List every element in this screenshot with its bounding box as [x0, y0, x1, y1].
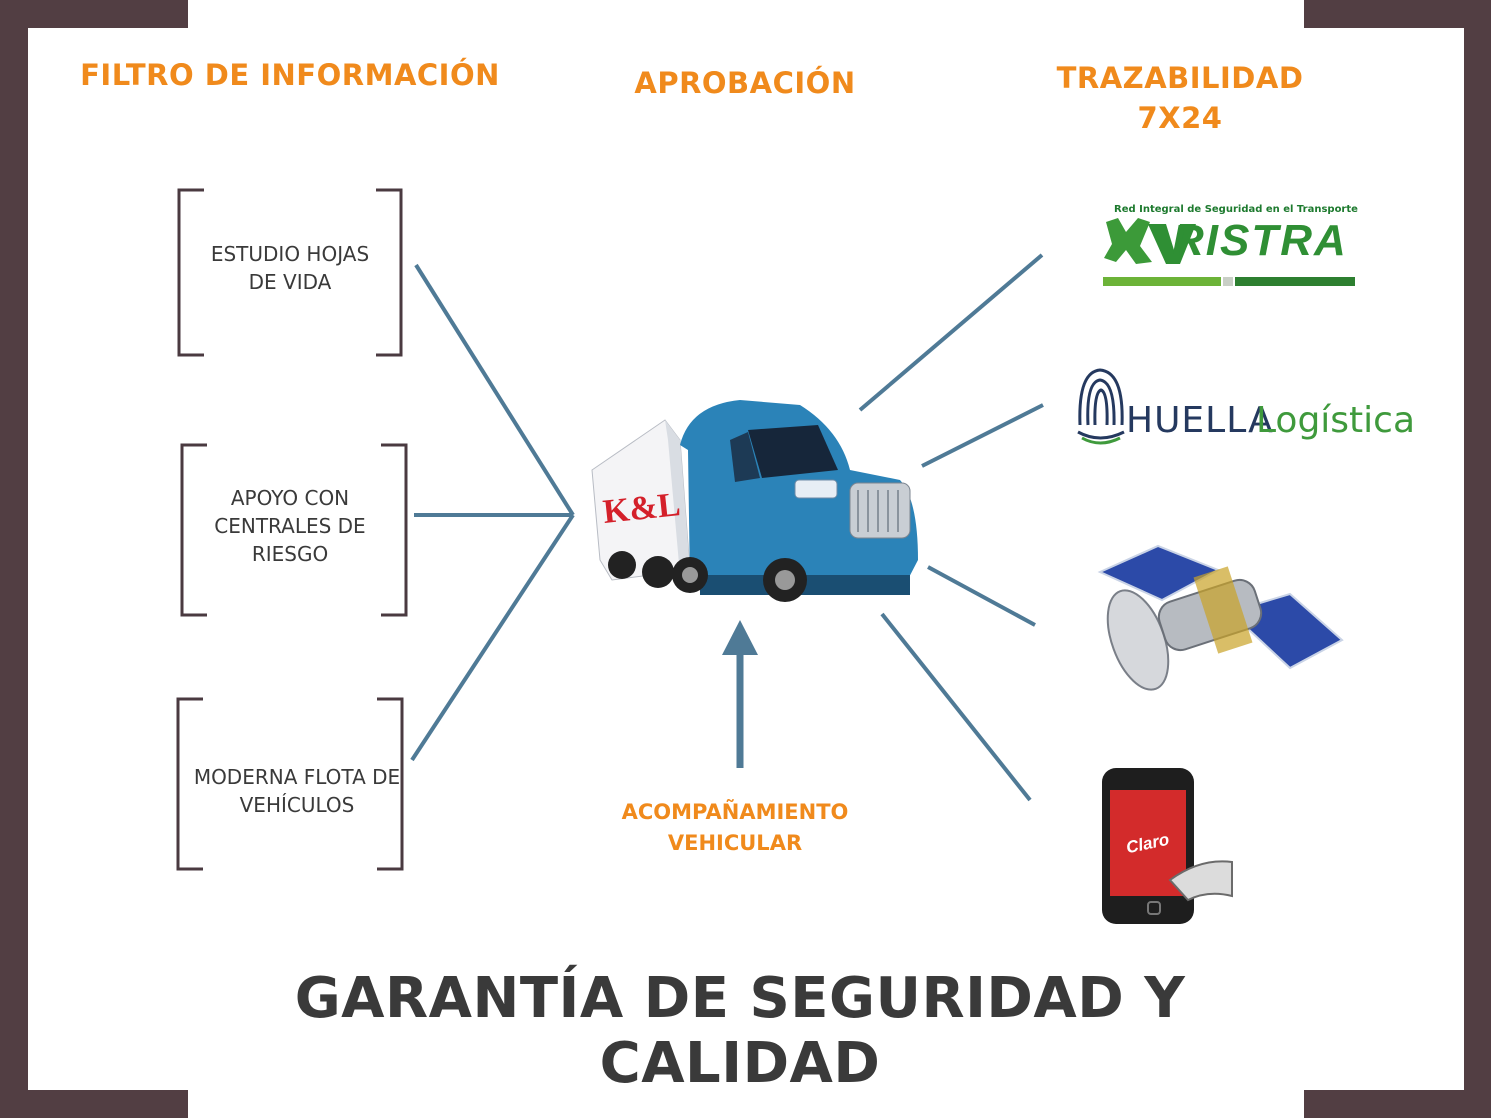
connector-moderna [410, 513, 575, 762]
frame-gap-bottom [188, 1090, 1304, 1118]
connector-ristra [858, 253, 1044, 412]
ristra-subtitle: Red Integral de Seguridad en el Transpor… [1114, 204, 1358, 215]
ristra-logo [1103, 218, 1355, 286]
huella-brand: HUELLA Logística [1070, 362, 1415, 452]
heading-aprobacion: APROBACIÓN [634, 66, 856, 100]
filter-apoyo-label: APOYO CON CENTRALES DE RIESGO [185, 484, 395, 568]
heading-trazabilidad-line1: TRAZABILIDAD [1056, 61, 1304, 95]
bracket-moderna [176, 697, 404, 871]
filter-estudio-line2: DE VIDA [248, 270, 332, 294]
truck-brand-logo: K&L [601, 486, 683, 531]
filter-estudio-label: ESTUDIO HOJAS DE VIDA [185, 240, 395, 296]
filter-moderna-label: MODERNA FLOTA DE VEHÍCULOS [183, 763, 411, 819]
connector-phone [880, 612, 1032, 802]
connector-estudio [414, 263, 575, 517]
phone-icon [1102, 768, 1233, 924]
satellite-icon [1097, 544, 1344, 691]
support-line2: VEHICULAR [667, 831, 803, 855]
fingerprint-icon [1077, 368, 1125, 445]
frame-gap-top [188, 0, 1304, 28]
huella-name-part1: HUELLA [1126, 400, 1274, 441]
support-line1: ACOMPAÑAMIENTO [621, 800, 849, 824]
heading-trazabilidad: TRAZABILIDAD 7X24 [1020, 58, 1340, 138]
footer-title: GARANTÍA DE SEGURIDAD Y CALIDAD [294, 966, 1186, 1096]
connectors-left [410, 263, 575, 762]
filter-apoyo-line3: RIESGO [251, 542, 329, 566]
filter-estudio-line1: ESTUDIO HOJAS [210, 242, 370, 266]
heading-filtro: FILTRO DE INFORMACIÓN [80, 58, 500, 92]
heading-trazabilidad-line2: 7X24 [1137, 101, 1223, 135]
filter-apoyo-line1: APOYO CON [230, 486, 350, 510]
connector-satellite [927, 565, 1036, 627]
huella-name-part2: Logística [1256, 400, 1416, 441]
connectors-right [858, 253, 1044, 802]
ristra-name: RISTRA [1172, 216, 1348, 265]
ristra-brand: Red Integral de Seguridad en el Transpor… [1100, 204, 1360, 294]
up-arrow-icon [722, 620, 758, 768]
filter-moderna-line1: MODERNA FLOTA DE [193, 765, 401, 789]
connector-huella [921, 403, 1044, 468]
truck-icon [591, 400, 918, 602]
bracket-apoyo [180, 443, 408, 617]
bracket-estudio [177, 188, 403, 357]
support-label: ACOMPAÑAMIENTO VEHICULAR [590, 797, 880, 859]
filter-moderna-line2: VEHÍCULOS [239, 793, 355, 817]
filter-apoyo-line2: CENTRALES DE [214, 514, 366, 538]
